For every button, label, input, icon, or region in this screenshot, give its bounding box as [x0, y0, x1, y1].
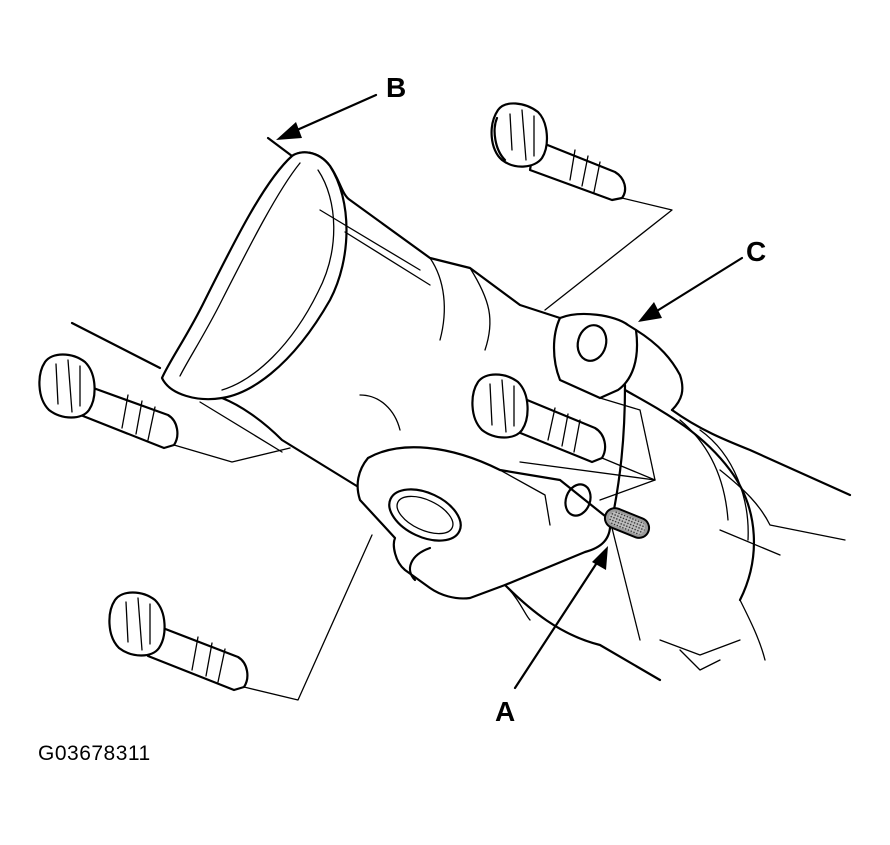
- callout-c-label: C: [746, 236, 767, 267]
- lower-flange: [356, 446, 612, 621]
- bolt-bottom: [108, 591, 249, 692]
- bolt-top-right: [490, 102, 627, 202]
- bolt-left: [38, 353, 179, 450]
- dowel-pin-a: [603, 507, 651, 539]
- catalytic-converter: [503, 312, 852, 682]
- figure-code: G03678311: [38, 742, 151, 765]
- callout-b-label: B: [386, 72, 407, 103]
- bolt-leader-lines: [173, 197, 673, 701]
- bolt-middle: [471, 373, 607, 464]
- callout-arrows: [276, 93, 744, 690]
- callout-a-label: A: [495, 696, 516, 727]
- exhaust-pipe: [70, 136, 562, 490]
